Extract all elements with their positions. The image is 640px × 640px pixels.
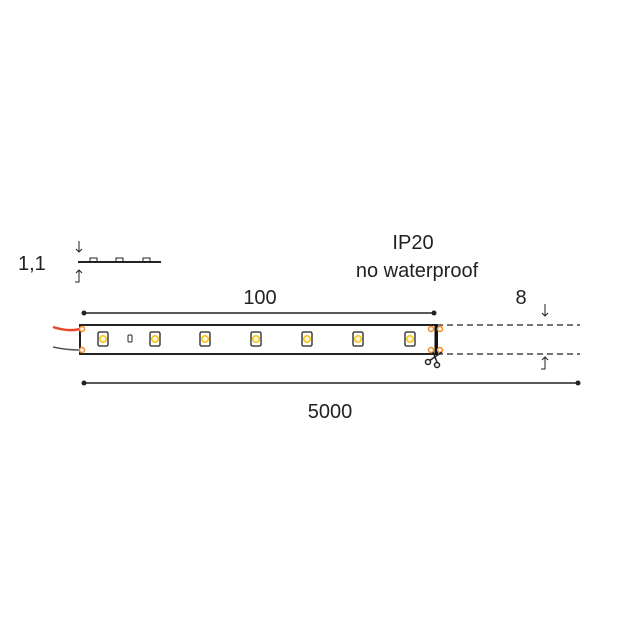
negative-wire xyxy=(52,346,81,351)
total-length-label: 5000 xyxy=(308,401,353,423)
ip-rating-label: IP20 xyxy=(392,232,433,254)
width-arrows xyxy=(541,304,549,370)
scissors-icon xyxy=(424,351,443,369)
led-chip xyxy=(404,331,416,347)
led-chip xyxy=(97,331,109,347)
led-chip xyxy=(149,331,161,347)
cut-length-label: 100 xyxy=(243,287,276,309)
led-strip xyxy=(52,324,580,355)
led-chip xyxy=(250,331,262,347)
strip-width-label: 8 xyxy=(515,287,526,309)
led-chip xyxy=(352,331,364,347)
led-chip xyxy=(301,331,313,347)
total-length-dimension xyxy=(81,380,581,386)
led-chip xyxy=(199,331,211,347)
ip-description-label: no waterproof xyxy=(356,260,479,282)
resistor xyxy=(127,334,133,343)
thickness-label: 1,1 xyxy=(18,253,46,275)
positive-wire xyxy=(52,325,81,332)
cut-length-dimension xyxy=(81,310,437,316)
strip-profile xyxy=(75,241,161,283)
